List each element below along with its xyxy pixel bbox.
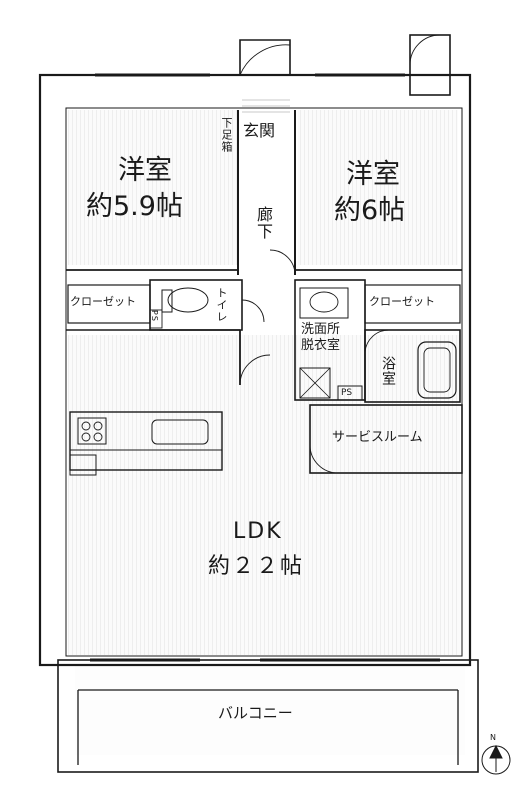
label-ps-washroom: PS <box>341 388 353 398</box>
label-washroom: 洗面所 脱衣室 <box>301 322 341 354</box>
label-balcony: バルコニー <box>218 704 293 722</box>
floor-balcony <box>75 665 465 755</box>
label-hallway: 廊下 <box>254 206 273 240</box>
label-closet-right: クローゼット <box>369 295 435 308</box>
compass-north-label: N <box>490 733 496 742</box>
toilet-room <box>149 279 243 331</box>
service-room-box <box>309 404 463 474</box>
label-shoe-box: 下足箱 <box>220 117 233 153</box>
floor-western-right <box>298 110 458 265</box>
north-arrow-icon <box>481 744 511 775</box>
label-service-room: サービスルーム <box>332 430 423 445</box>
room-label-entrance: 玄関 <box>243 121 276 140</box>
outer-wall <box>38 73 472 667</box>
label-closet-left: クローゼット <box>70 295 136 308</box>
label-ps-toilet: PS <box>150 310 159 322</box>
label-bath: 浴室 <box>380 356 396 386</box>
label-toilet: トイレ <box>215 287 228 323</box>
room-name-western-right: 洋室 <box>346 159 400 190</box>
room-size-western-right: 約6帖 <box>334 195 406 226</box>
room-size-western-left: 約5.9帖 <box>86 191 183 222</box>
bath-box <box>364 329 461 403</box>
floor-ldk <box>68 335 460 655</box>
label-ldk-name: LDK <box>233 519 283 544</box>
ps-box <box>337 385 363 401</box>
label-ldk-size: 約２２帖 <box>208 554 305 579</box>
kitchen-counter <box>69 411 223 471</box>
room-name-western-left: 洋室 <box>118 155 172 186</box>
floor-western-left <box>68 110 238 265</box>
